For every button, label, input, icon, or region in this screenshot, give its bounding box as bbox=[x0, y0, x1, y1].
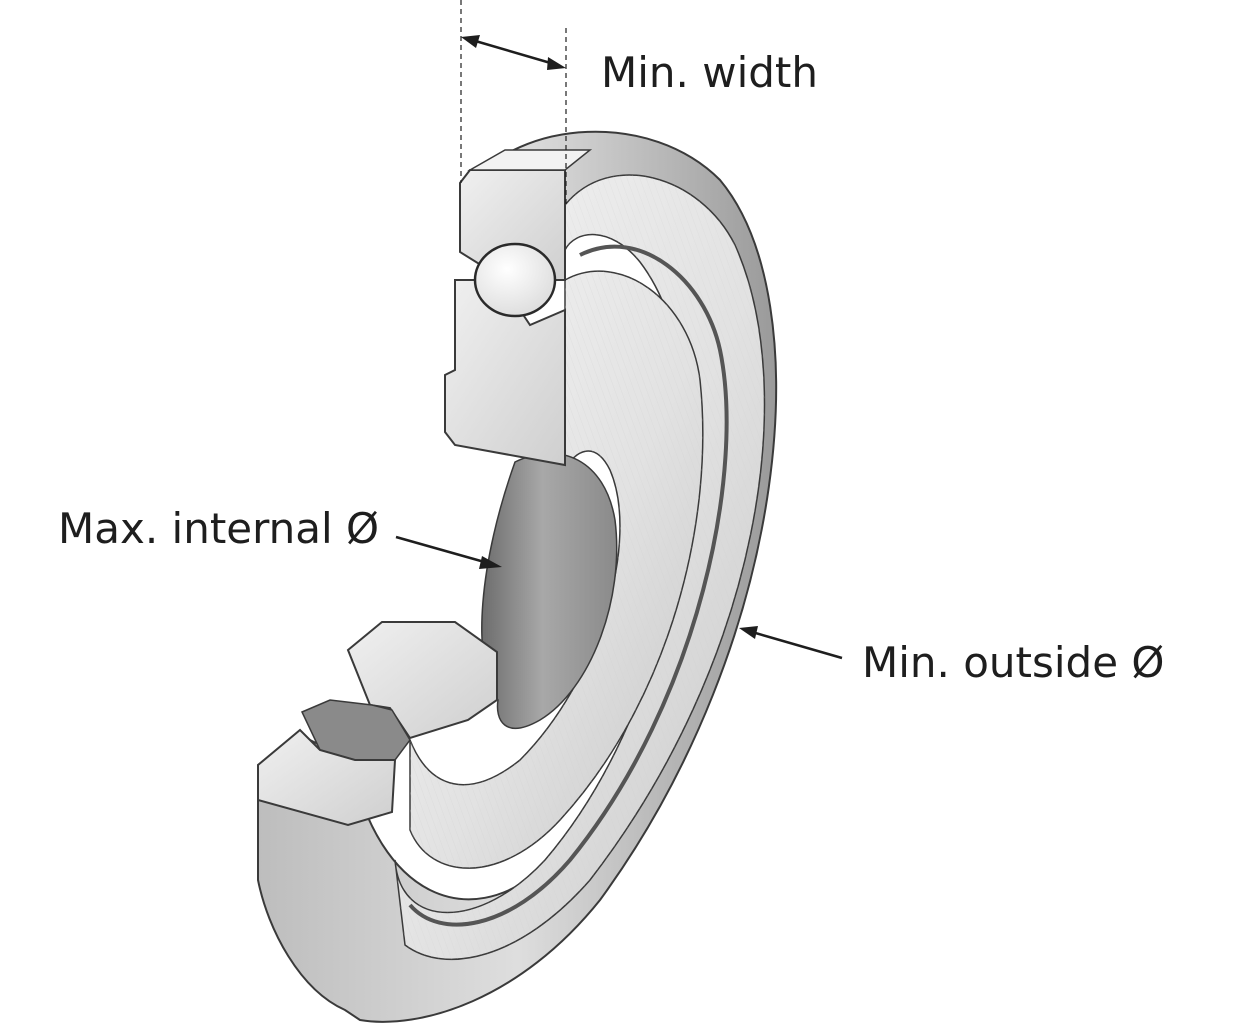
width-arrowhead-right bbox=[547, 57, 566, 70]
width-dimension-line bbox=[471, 38, 555, 66]
lower-outer-section bbox=[257, 728, 397, 827]
inner-ring bbox=[409, 270, 704, 869]
internal-diameter-leader bbox=[395, 535, 502, 569]
lower-section bbox=[257, 621, 498, 827]
upper-section-top-face bbox=[467, 149, 593, 171]
inner-ring-face-texture bbox=[410, 271, 703, 869]
outer-ring-groove bbox=[408, 244, 729, 927]
outside-diameter-leader bbox=[739, 626, 843, 660]
upper-section bbox=[444, 149, 593, 467]
bearing-ball bbox=[473, 242, 557, 318]
min-outside-diameter-label: Min. outside Ø bbox=[862, 638, 1165, 687]
min-width-dimension bbox=[460, 0, 567, 205]
width-arrowhead-left bbox=[461, 35, 480, 48]
outer-ring-face-texture bbox=[395, 175, 765, 960]
bore-surface bbox=[481, 452, 618, 730]
min-width-label: Min. width bbox=[601, 48, 818, 97]
max-internal-diameter-label: Max. internal Ø bbox=[58, 504, 380, 553]
